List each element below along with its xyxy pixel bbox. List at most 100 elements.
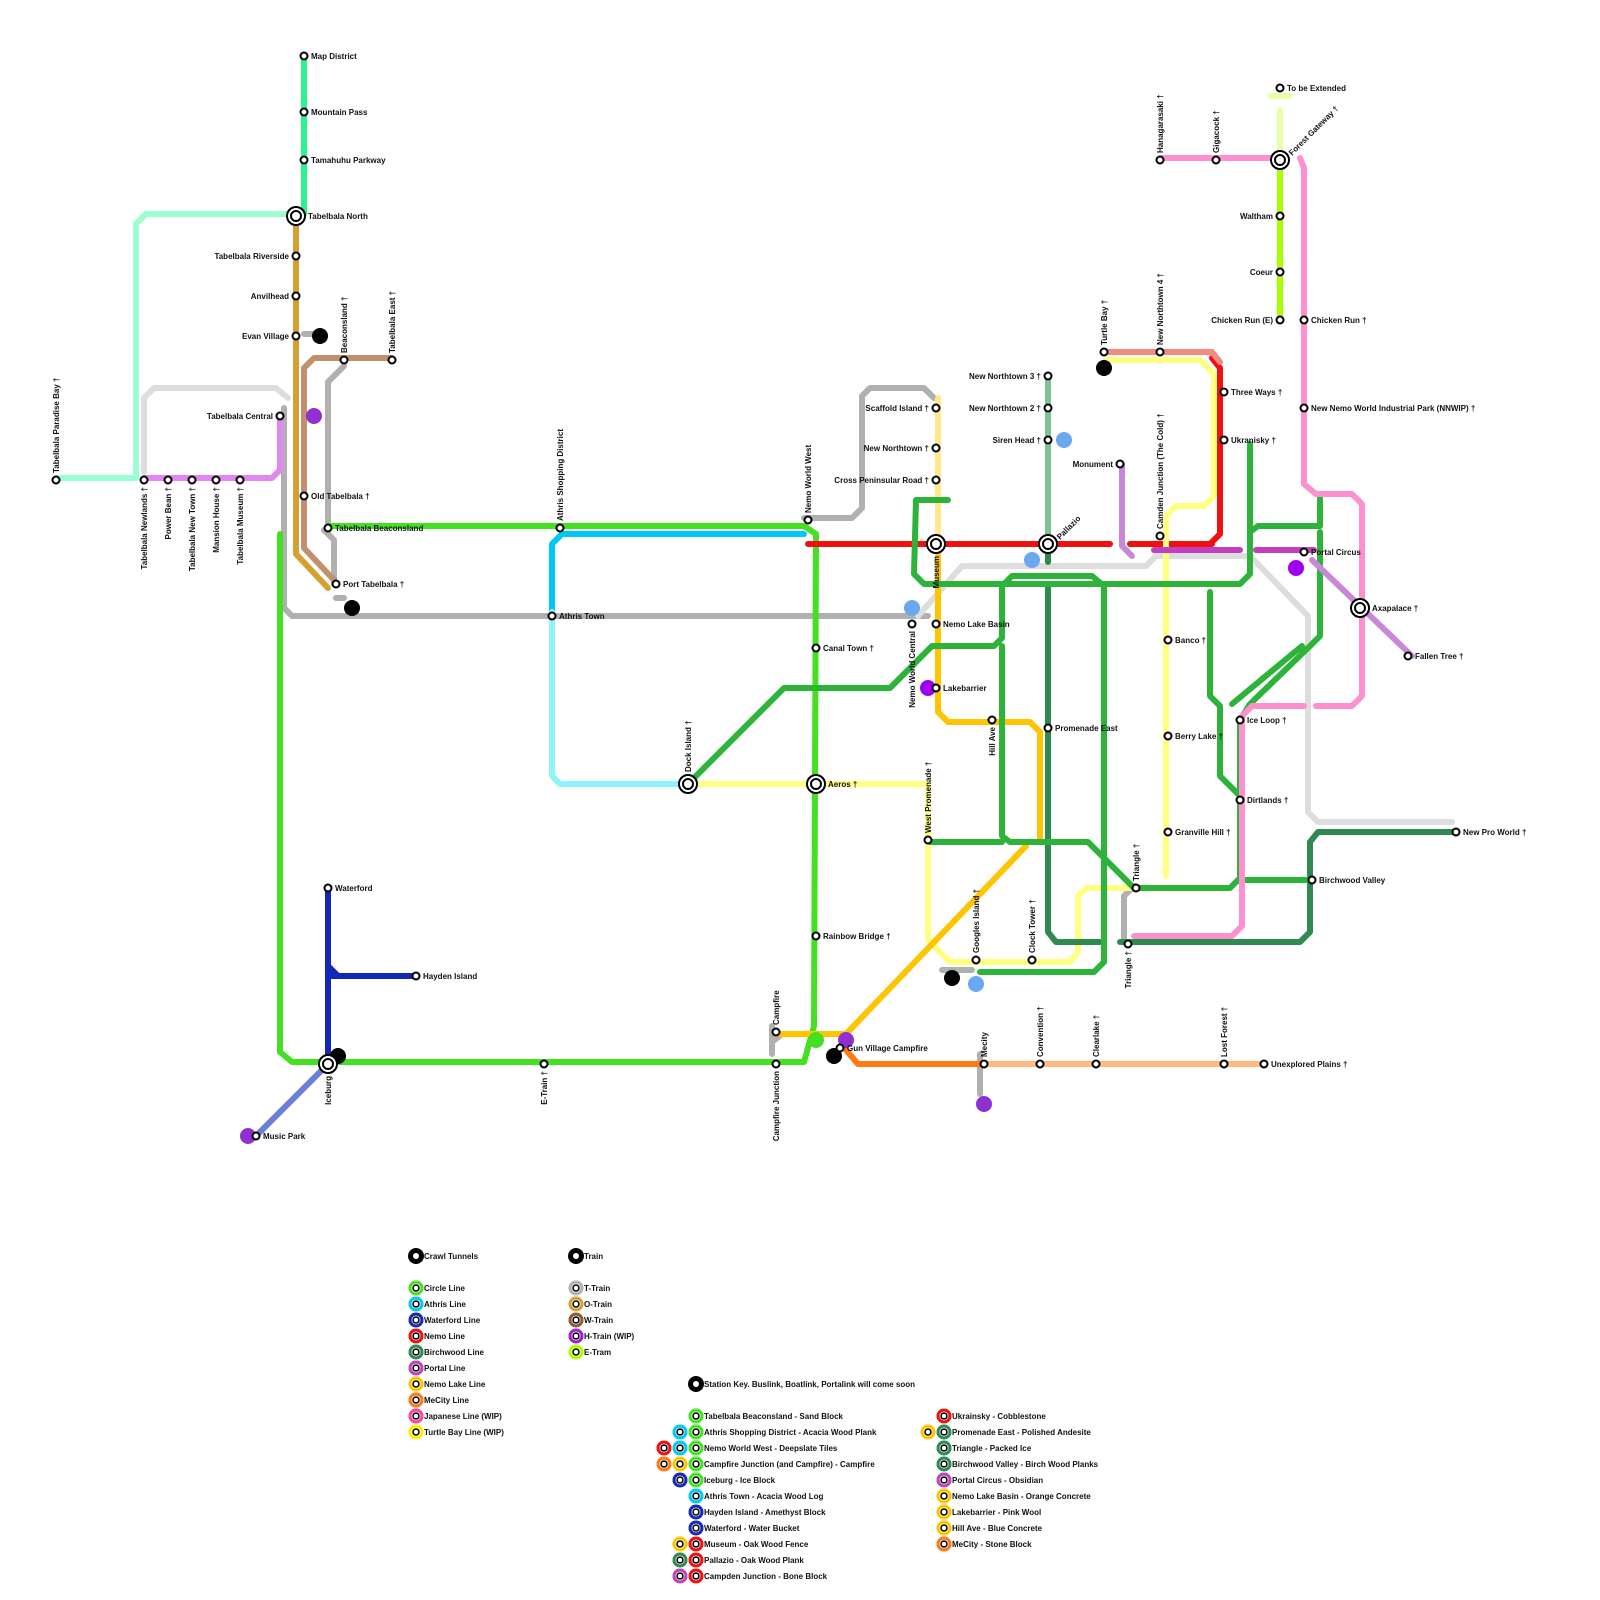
- station-nemo-lake-basin[interactable]: Nemo Lake Basin: [933, 620, 1010, 629]
- station-marker: [237, 477, 244, 484]
- station-lost-forest[interactable]: Lost Forest †: [1220, 1007, 1229, 1068]
- station-marker: [1237, 797, 1244, 804]
- station-tabelbala-north[interactable]: Tabelbala North: [287, 207, 368, 225]
- station-marker: [1125, 941, 1132, 948]
- station-iceburg[interactable]: Iceburg: [319, 1055, 337, 1105]
- station-aeros[interactable]: Aeros †: [807, 775, 857, 793]
- station-triangle-lower[interactable]: Triangle †: [1124, 941, 1133, 989]
- station-clock-tower[interactable]: Clock Tower †: [1028, 899, 1037, 963]
- station-label: Gigacock †: [1212, 110, 1221, 153]
- station-key-label: Athris Town - Acacia Wood Log: [704, 1492, 824, 1501]
- station-monument[interactable]: Monument: [1073, 460, 1124, 469]
- station-tabelbala-east[interactable]: Tabelbala East †: [388, 291, 397, 364]
- station-berry-lake[interactable]: Berry Lake †: [1165, 732, 1224, 741]
- legend-crawl-tunnels: Crawl Tunnels: [408, 1248, 479, 1264]
- station-hill-ave[interactable]: Hill Ave: [988, 717, 997, 756]
- station-label: Portal Circus: [1311, 548, 1361, 557]
- station-chicken-run-e[interactable]: Chicken Run (E): [1211, 316, 1283, 325]
- station-to-be-extended[interactable]: To be Extended: [1277, 84, 1347, 93]
- station-port-tabelbala[interactable]: Port Tabelbala †: [333, 580, 405, 589]
- station-key-item: Portal Circus - Obsidian: [938, 1474, 1043, 1486]
- station-siren-head[interactable]: Siren Head †: [993, 436, 1052, 445]
- crawl-tunnel-port-tabelbala: [344, 600, 360, 616]
- station-chicken-run[interactable]: Chicken Run †: [1301, 316, 1367, 325]
- station-label: Campfire: [772, 990, 781, 1025]
- station-mountain-pass[interactable]: Mountain Pass: [301, 108, 369, 117]
- station-rainbow-bridge[interactable]: Rainbow Bridge †: [813, 932, 891, 941]
- station-campfire[interactable]: Campfire: [772, 990, 781, 1036]
- legend-train-label: O-Train: [584, 1300, 612, 1309]
- station-cross-peninsular-road[interactable]: Cross Peninsular Road †: [834, 476, 939, 485]
- station-label: Mecity: [980, 1032, 989, 1057]
- station-camden-junction[interactable]: Camden Junction (The Cold) †: [1156, 413, 1165, 539]
- station-waltham[interactable]: Waltham: [1240, 212, 1284, 221]
- station-googles-island[interactable]: Googles Island †: [972, 889, 981, 964]
- station-hayden-island[interactable]: Hayden Island: [413, 972, 478, 981]
- station-marker: [1237, 717, 1244, 724]
- station-key-label: Portal Circus - Obsidian: [952, 1476, 1043, 1485]
- station-unexplored-plains[interactable]: Unexplored Plains †: [1261, 1060, 1348, 1069]
- station-map-district[interactable]: Map District: [301, 52, 358, 61]
- station-label: New Northtown †: [864, 444, 929, 453]
- station-nemo-world-central[interactable]: Nemo World Central: [908, 621, 917, 708]
- station-mecity[interactable]: Mecity: [980, 1032, 989, 1068]
- station-label: Ice Loop †: [1247, 716, 1287, 725]
- station-label: Athris Town: [559, 612, 605, 621]
- station-tamahuhu-parkway[interactable]: Tamahuhu Parkway: [301, 156, 387, 165]
- station-anvilhead[interactable]: Anvilhead: [251, 292, 300, 301]
- station-new-pro-world[interactable]: New Pro World †: [1453, 828, 1527, 837]
- station-new-northtown-4[interactable]: New Northtown 4 †: [1156, 273, 1165, 356]
- station-west-promenade[interactable]: West Promenade †: [924, 762, 933, 844]
- station-dock-island[interactable]: Dock Island †: [679, 720, 697, 793]
- station-label: West Promenade †: [924, 762, 933, 833]
- station-marker: [933, 685, 940, 692]
- station-convention[interactable]: Convention †: [1036, 1006, 1045, 1067]
- station-clearlake[interactable]: Clearlake †: [1092, 1015, 1101, 1068]
- station-scaffold-island[interactable]: Scaffold Island †: [865, 404, 939, 413]
- station-power-bean[interactable]: Power Bean †: [164, 477, 173, 540]
- legend-trains: T-TrainO-TrainW-TrainH-Train (WIP)E-Tram: [570, 1282, 635, 1358]
- station-nnwip[interactable]: New Nemo World Industrial Park (NNWIP) †: [1301, 404, 1476, 413]
- station-key-label: Hill Ave - Blue Concrete: [952, 1524, 1043, 1533]
- station-ukranisky[interactable]: Ukranisky †: [1221, 436, 1276, 445]
- station-new-northtown-2[interactable]: New Northtown 2 †: [969, 404, 1052, 413]
- station-banco[interactable]: Banco †: [1165, 636, 1207, 645]
- station-label: Triangle †: [1124, 951, 1133, 988]
- station-tabelbala-newlands[interactable]: Tabelbala Newlands †: [140, 477, 149, 570]
- station-marker: [1117, 461, 1124, 468]
- station-axapalace[interactable]: Axapalace †: [1351, 599, 1418, 617]
- station-tabelbala-central[interactable]: Tabelbala Central: [207, 412, 284, 421]
- station-beaconsland[interactable]: Beaconsland †: [340, 297, 349, 364]
- station-mansion-house[interactable]: Mansion House †: [212, 477, 221, 553]
- station-key-label: Lakebarrier - Pink Wool: [952, 1508, 1041, 1517]
- station-tabelbala-paradise-bay[interactable]: Tabelbala Paradise Bay †: [52, 378, 61, 484]
- station-granville-hill[interactable]: Granville Hill †: [1165, 828, 1231, 837]
- station-e-train[interactable]: E-Train †: [540, 1061, 549, 1105]
- station-label: Ukranisky †: [1231, 436, 1276, 445]
- station-campfire-junction[interactable]: Campfire Junction: [772, 1061, 781, 1142]
- station-hanagarasaki[interactable]: Hanagarasaki †: [1156, 94, 1165, 163]
- station-museum[interactable]: Museum: [927, 535, 945, 588]
- station-tabelbala-new-town[interactable]: Tabelbala New Town †: [188, 477, 197, 572]
- station-canal-town[interactable]: Canal Town †: [813, 644, 874, 653]
- station-nemo-world-west[interactable]: Nemo World West: [804, 445, 813, 524]
- station-turtle-bay[interactable]: Turtle Bay †: [1100, 300, 1109, 356]
- station-marker: [333, 581, 340, 588]
- station-three-ways[interactable]: Three Ways †: [1221, 388, 1283, 397]
- station-old-tabelbala[interactable]: Old Tabelbala †: [301, 492, 370, 501]
- station-tabelbala-museum[interactable]: Tabelbala Museum †: [236, 477, 245, 565]
- station-waterford[interactable]: Waterford: [325, 884, 373, 893]
- station-tabelbala-beaconsland[interactable]: Tabelbala Beaconsland: [325, 524, 424, 533]
- station-athris-shopping-district[interactable]: Athris Shopping District: [556, 429, 565, 532]
- station-marker: [1221, 1061, 1228, 1068]
- station-evan-village[interactable]: Evan Village: [242, 332, 300, 341]
- station-birchwood-valley[interactable]: Birchwood Valley: [1309, 876, 1386, 885]
- boat-marker-pallazio: [1024, 552, 1040, 568]
- station-promenade-east[interactable]: Promenade East: [1045, 724, 1119, 733]
- station-new-northtown[interactable]: New Northtown †: [864, 444, 940, 453]
- station-tabelbala-riverside[interactable]: Tabelbala Riverside: [214, 252, 299, 261]
- station-coeur[interactable]: Coeur: [1250, 268, 1284, 277]
- station-new-northtown-3[interactable]: New Northtown 3 †: [969, 372, 1052, 381]
- station-key-item: Nemo World West - Deepslate Tiles: [658, 1442, 838, 1454]
- station-gun-village-campfire[interactable]: Gun Village Campfire: [837, 1044, 929, 1053]
